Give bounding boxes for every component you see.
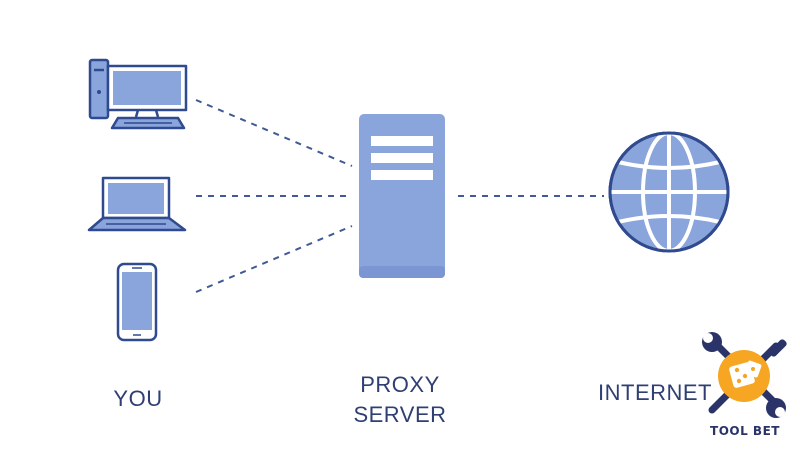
- label-proxy-line1: PROXY: [360, 372, 440, 397]
- connection-lines: [195, 99, 604, 293]
- connection-desktop-proxy: [195, 99, 353, 167]
- proxy-server-icon: [359, 114, 445, 278]
- laptop-icon: [87, 176, 187, 232]
- label-you: YOU: [113, 386, 163, 411]
- label-internet: INTERNET: [598, 380, 712, 405]
- globe-icon: [608, 131, 730, 253]
- label-proxy-server: PROXY SERVER: [330, 370, 470, 430]
- desktop-icon: [88, 58, 188, 130]
- connection-phone-proxy: [195, 225, 353, 293]
- smartphone-icon: [116, 262, 158, 342]
- label-proxy-line2: SERVER: [353, 402, 447, 427]
- watermark-text: TOOL BET: [710, 424, 780, 438]
- toolbet-logo: [702, 332, 787, 418]
